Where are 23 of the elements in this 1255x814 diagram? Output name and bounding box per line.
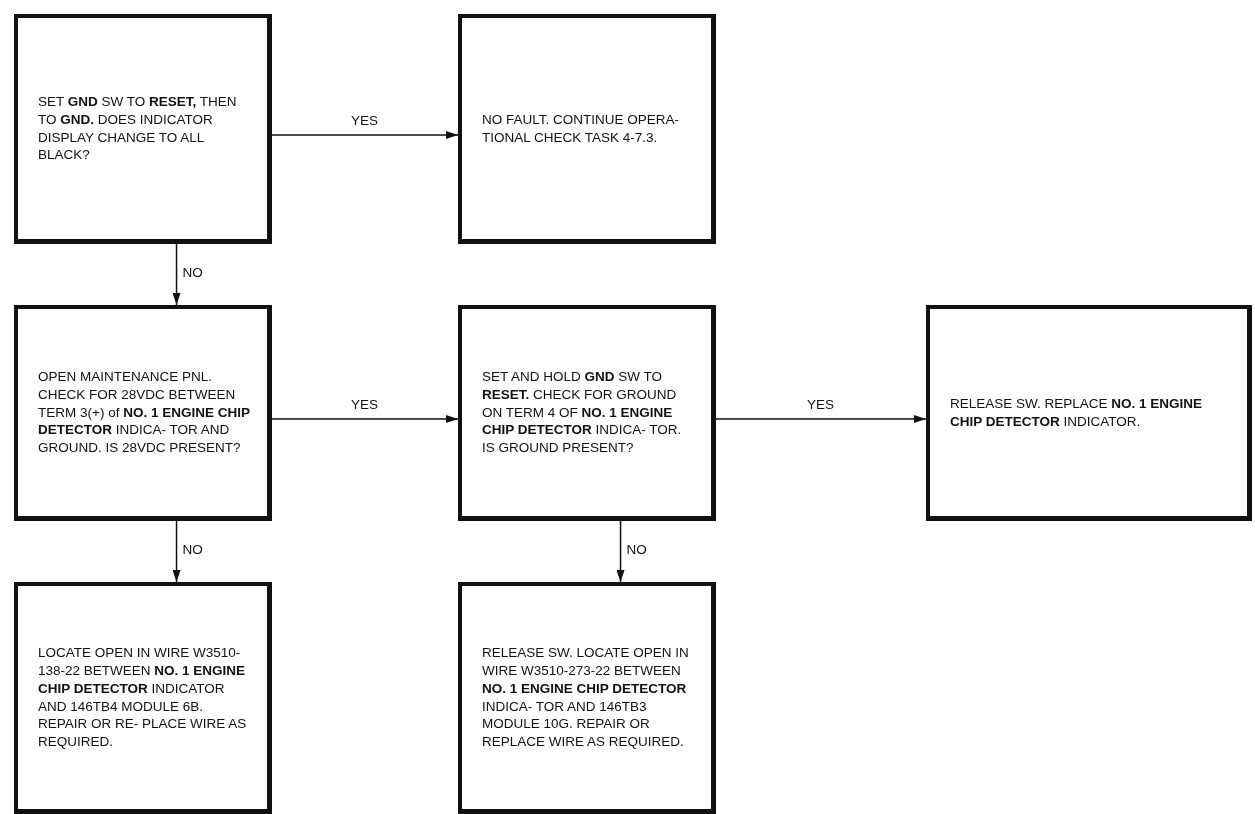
arrow [271,131,459,139]
arrow [271,415,459,423]
arrow [172,243,181,306]
process-box [458,582,716,814]
process-box [458,305,716,521]
box-text: RELEASE SW. REPLACE NO. 1 ENGINE CHIP DETECTOR INDICATOR. [950,394,1204,431]
box-text: RELEASE SW. LOCATE OPEN IN WIRE W3510-273-22 BETWEEN NO. 1 ENGINE CHIP DETECTOR INDICA- TOR AND 146TB3 MODULE 10G. REPAIR OR REPLACE WIRE AS REQUIRED. [482,644,690,751]
box-text: LOCATE OPEN IN WIRE W3510- 138-22 BETWEEN NO. 1 ENGINE CHIP DETECTOR INDICATOR AND 146TB4 MODULE 6B. REPAIR OR RE- PLACE WIRE AS REQUIRED. [38,644,248,751]
process-box [14,582,272,814]
edge-label: YES [349,397,380,412]
box-text: NO FAULT. CONTINUE OPERA- TIONAL CHECK TASK 4-7.3. [482,110,681,147]
edge-label: YES [349,113,380,128]
process-box [14,14,272,244]
process-box [458,14,716,244]
box-text: SET GND SW TO RESET, THEN TO GND. DOES INDICATOR DISPLAY CHANGE TO ALL BLACK? [38,92,238,165]
arrow [172,520,181,583]
process-box [14,305,272,521]
box-text: SET AND HOLD GND SW TO RESET. CHECK FOR GROUND ON TERM 4 OF NO. 1 ENGINE CHIP DETECTOR INDICA- TOR. IS GROUND PRESENT? [482,367,683,458]
arrow [616,520,625,583]
edge-label: YES [805,397,836,412]
process-box [926,305,1252,521]
arrow [715,415,927,423]
box-text: OPEN MAINTENANCE PNL. CHECK FOR 28VDC BETWEEN TERM 3(+) of NO. 1 ENGINE CHIP DETECTOR INDICA- TOR AND GROUND. IS 28VDC PRESENT? [38,367,251,458]
